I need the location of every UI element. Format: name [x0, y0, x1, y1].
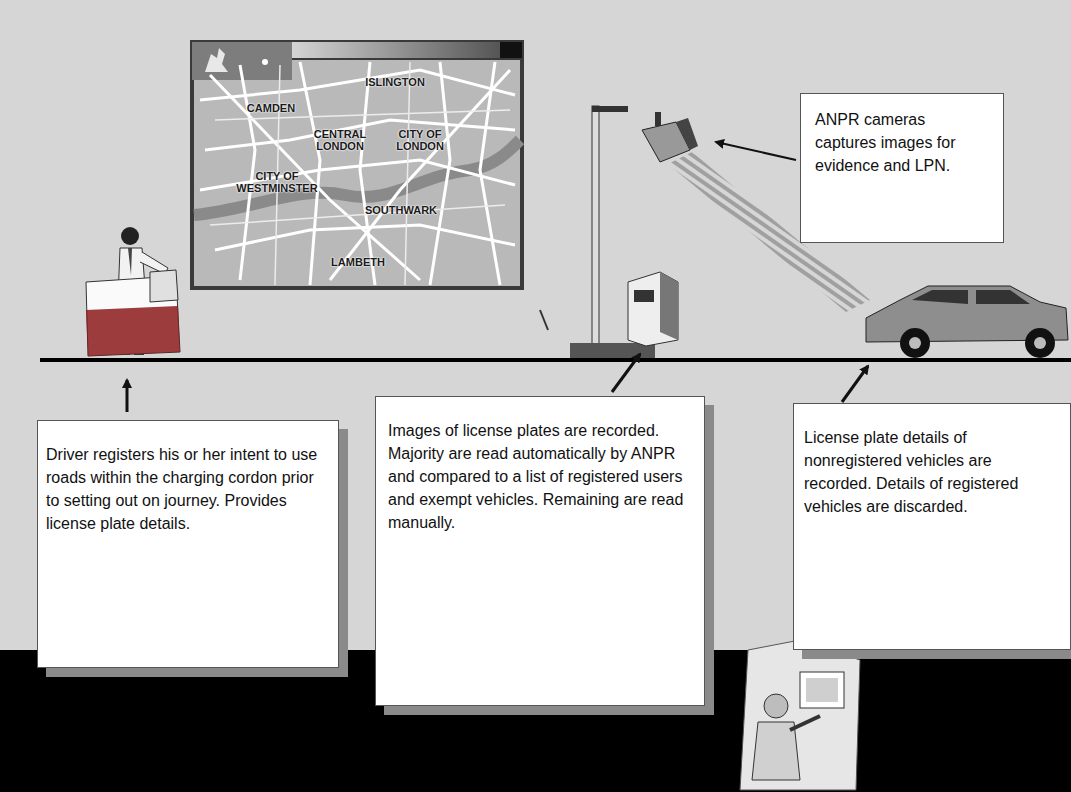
box-text: Driver registers his or her intent to us… — [46, 443, 330, 535]
map-label: CITY OF WESTMINSTER — [232, 170, 322, 194]
london-map — [190, 40, 524, 290]
box-text: License plate details of nonregistered v… — [804, 426, 1060, 518]
text-box: Images of license plates are recorded. M… — [375, 396, 705, 706]
text-box: License plate details of nonregistered v… — [793, 403, 1071, 650]
box-text: ANPR cameras captures images for evidenc… — [815, 108, 989, 177]
car — [866, 286, 1068, 358]
callout-box: ANPR cameras captures images for evidenc… — [800, 93, 1004, 243]
operator-figure — [740, 640, 860, 790]
map-label: CAMDEN — [236, 102, 306, 114]
text-box: Driver registers his or her intent to us… — [37, 420, 339, 668]
road-line — [40, 358, 1071, 362]
map-label: LAMBETH — [318, 256, 398, 268]
map-label: ISLINGTON — [350, 76, 440, 88]
map-label: CENTRAL LONDON — [300, 128, 380, 152]
map-label: SOUTHWARK — [356, 204, 446, 216]
leader-arrows — [127, 142, 868, 412]
box-text: Images of license plates are recorded. M… — [388, 419, 692, 534]
map-label: CITY OF LONDON — [384, 128, 456, 152]
driver-figure — [86, 227, 180, 356]
roadside-kiosk — [540, 272, 678, 346]
